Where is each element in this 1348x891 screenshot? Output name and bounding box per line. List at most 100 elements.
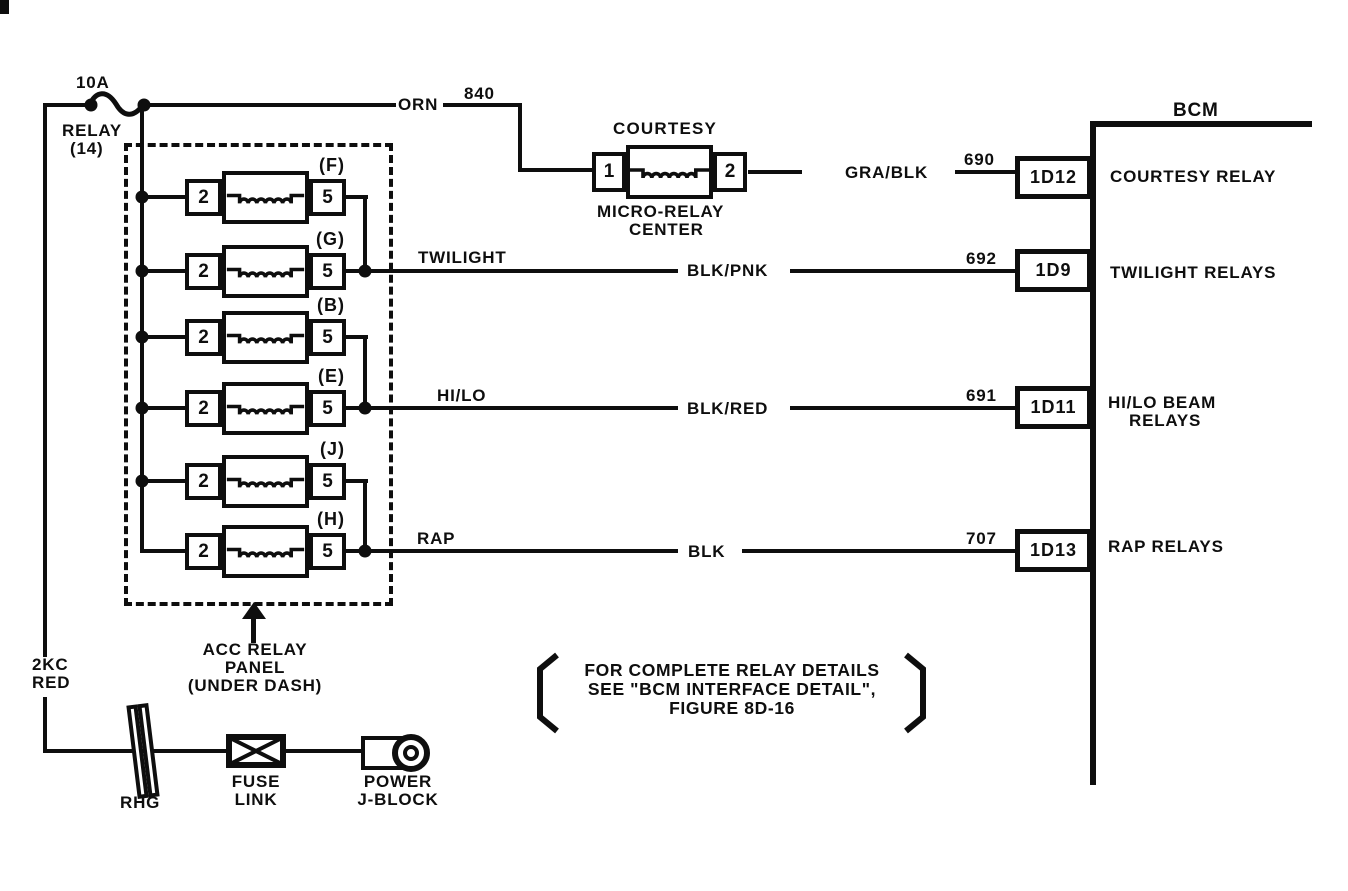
- wire: [363, 335, 367, 410]
- relay-coil-icon: [222, 382, 309, 435]
- left-wire-label: 2KC RED: [32, 656, 70, 692]
- note-line2: SEE "BCM INTERFACE DETAIL",: [587, 679, 877, 699]
- left-wire-line2: RED: [32, 672, 71, 692]
- terminal-box: 5: [309, 390, 346, 427]
- relay-e: 2 5: [185, 382, 346, 435]
- fuse-icon: [86, 91, 148, 117]
- junction-dot: [135, 190, 149, 204]
- bcm-output-label: RELAYS: [1129, 411, 1202, 430]
- wire-color-label: BLK: [688, 542, 726, 561]
- wire: [140, 105, 144, 553]
- terminal-box: 2: [185, 253, 222, 290]
- terminal-box: 2: [713, 152, 747, 192]
- relay-coil-icon: [222, 245, 309, 298]
- wire: [346, 549, 368, 553]
- fuse-rating: 10A: [76, 73, 110, 92]
- terminal-box: 1: [592, 152, 626, 192]
- power-j-block-label-line2: J-BLOCK: [357, 789, 439, 809]
- wire: [346, 406, 368, 410]
- junction-dot: [135, 330, 149, 344]
- wire: [368, 549, 678, 553]
- arrow-up-icon: [251, 616, 256, 643]
- arrow-up-icon: [242, 602, 266, 619]
- wire: [43, 103, 87, 107]
- relay-f: 2 5: [185, 171, 346, 224]
- terminal-box: 5: [309, 253, 346, 290]
- junction-dot: [358, 544, 372, 558]
- circuit-number: 691: [966, 386, 997, 405]
- wire-color-label: ORN: [398, 95, 439, 114]
- wire: [790, 406, 1017, 410]
- micro-relay-location2: CENTER: [629, 220, 704, 239]
- terminal-box: 2: [185, 319, 222, 356]
- power-j-block-label: POWER J-BLOCK: [348, 773, 448, 809]
- fuse-link-icon: [226, 734, 286, 768]
- circuit-number: 692: [966, 249, 997, 268]
- relay-coil-icon: [222, 171, 309, 224]
- note-bracket-left: [537, 652, 559, 734]
- bcm-top-line: [1092, 121, 1312, 127]
- wire: [518, 168, 594, 172]
- relay-coil-icon: [626, 145, 713, 199]
- relay-tag: (G): [316, 229, 345, 249]
- wire: [790, 269, 1017, 273]
- junction-dot: [135, 401, 149, 415]
- acc-panel-caption-line1: ACC RELAY: [202, 640, 308, 659]
- wire: [346, 195, 368, 199]
- wire: [742, 549, 1017, 553]
- relay-coil-icon: [222, 525, 309, 578]
- wire: [43, 697, 47, 753]
- circuit-number: 690: [964, 150, 995, 169]
- wire: [144, 195, 185, 199]
- relay-tag: (B): [317, 295, 345, 315]
- wire: [368, 269, 678, 273]
- junction-dot: [358, 401, 372, 415]
- relay-tag: (H): [317, 509, 345, 529]
- wire: [346, 335, 368, 339]
- relay-j: 2 5: [185, 455, 346, 508]
- fuse-link-label-line1: FUSE: [231, 772, 281, 791]
- note: FOR COMPLETE RELAY DETAILS SEE "BCM INTE…: [548, 661, 916, 718]
- wire-color-label: BLK/PNK: [687, 261, 769, 280]
- circuit-number: 840: [464, 84, 495, 103]
- terminal-box: 2: [185, 463, 222, 500]
- note-bracket-right: [904, 652, 926, 734]
- wire: [955, 170, 1017, 174]
- connector-1d11: 1D11: [1015, 386, 1092, 429]
- relay-coil-icon: [222, 455, 309, 508]
- scan-artifact: [0, 0, 6, 10]
- wire-function-label: HI/LO: [437, 386, 487, 405]
- terminal-box: 2: [185, 533, 222, 570]
- terminal-box: 5: [309, 463, 346, 500]
- power-j-block-icon: [361, 734, 430, 772]
- connector-1d13: 1D13: [1015, 529, 1092, 572]
- acc-panel-caption: ACC RELAY PANEL (UNDER DASH): [160, 641, 350, 695]
- terminal-box: 5: [309, 533, 346, 570]
- wire: [144, 549, 185, 553]
- bcm-output-label: RAP RELAYS: [1108, 537, 1224, 556]
- wire: [346, 479, 368, 483]
- acc-panel-caption-line3: (UNDER DASH): [187, 675, 323, 695]
- wire: [363, 195, 367, 273]
- fuse-number: (14): [70, 139, 104, 158]
- bcm-output-label: HI/LO BEAM: [1108, 393, 1217, 412]
- wire: [346, 269, 368, 273]
- wire-function-label: RAP: [417, 529, 456, 548]
- relay-coil-icon: [222, 311, 309, 364]
- rhg-label: RHG: [120, 793, 161, 812]
- fuse-link-label-line2: LINK: [234, 789, 278, 809]
- terminal-box: 2: [185, 179, 222, 216]
- micro-relay-name: COURTESY: [613, 119, 718, 138]
- wire: [748, 170, 802, 174]
- bcm-output-label: COURTESY RELAY: [1110, 167, 1277, 186]
- wire-color-label: GRA/BLK: [845, 163, 929, 182]
- wire: [144, 406, 185, 410]
- terminal-box: 2: [185, 390, 222, 427]
- wire: [144, 269, 185, 273]
- terminal-box: 5: [309, 319, 346, 356]
- fuse-name: RELAY: [62, 121, 123, 140]
- relay-h: 2 5: [185, 525, 346, 578]
- relay-tag: (E): [318, 366, 345, 386]
- junction-dot: [135, 264, 149, 278]
- wire-color-label: BLK/RED: [687, 399, 769, 418]
